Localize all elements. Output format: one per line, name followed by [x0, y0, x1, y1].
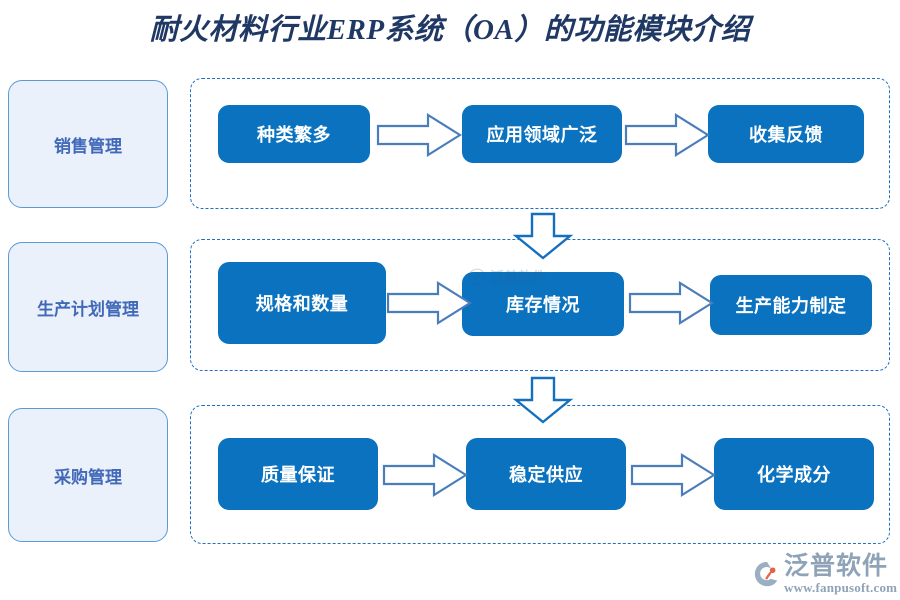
step-box[interactable]: 稳定供应	[466, 438, 626, 510]
step-label: 稳定供应	[509, 465, 583, 485]
step-label: 规格和数量	[255, 294, 349, 314]
arrow-down-icon	[512, 376, 574, 424]
step-box[interactable]: 化学成分	[714, 438, 874, 510]
step-label: 库存情况	[506, 295, 580, 315]
fanpu-logo-icon	[754, 561, 778, 587]
step-box[interactable]: 库存情况	[462, 272, 624, 336]
step-box[interactable]: 收集反馈	[708, 105, 864, 163]
logo-words: 泛普软件 www.fanpusoft.com	[784, 554, 897, 594]
step-box[interactable]: 规格和数量	[218, 262, 386, 344]
lane-container-sales	[190, 78, 890, 209]
arrow-down-icon	[512, 212, 574, 260]
step-box[interactable]: 种类繁多	[218, 105, 370, 163]
step-box[interactable]: 应用领域广泛	[462, 105, 622, 163]
step-label: 生产能力制定	[735, 296, 847, 316]
category-label: 采购管理	[54, 467, 122, 487]
step-label: 收集反馈	[749, 125, 823, 145]
category-box-production-plan[interactable]: 生产计划管理	[8, 242, 168, 372]
arrow-right-icon	[386, 281, 472, 325]
step-box[interactable]: 生产能力制定	[710, 275, 872, 335]
arrow-right-icon	[624, 113, 710, 157]
category-label: 生产计划管理	[37, 299, 139, 319]
arrow-right-icon	[628, 281, 714, 325]
logo-url: www.fanpusoft.com	[784, 580, 898, 595]
step-box[interactable]: 质量保证	[218, 438, 378, 510]
step-label: 应用领域广泛	[486, 125, 598, 145]
step-label: 化学成分	[757, 465, 831, 485]
logo-name: 泛普软件	[784, 553, 889, 580]
category-label: 销售管理	[54, 136, 122, 156]
arrow-right-icon	[630, 453, 716, 497]
page-title: 耐火材料行业ERP系统（OA）的功能模块介绍	[149, 14, 751, 46]
step-label: 种类繁多	[257, 125, 331, 145]
arrow-right-icon	[382, 453, 468, 497]
brand-logo: 泛普软件 www.fanpusoft.com	[752, 552, 897, 596]
step-label: 质量保证	[261, 465, 335, 485]
arrow-right-icon	[376, 113, 462, 157]
category-box-purchasing[interactable]: 采购管理	[8, 408, 168, 542]
category-box-sales[interactable]: 销售管理	[8, 80, 168, 208]
